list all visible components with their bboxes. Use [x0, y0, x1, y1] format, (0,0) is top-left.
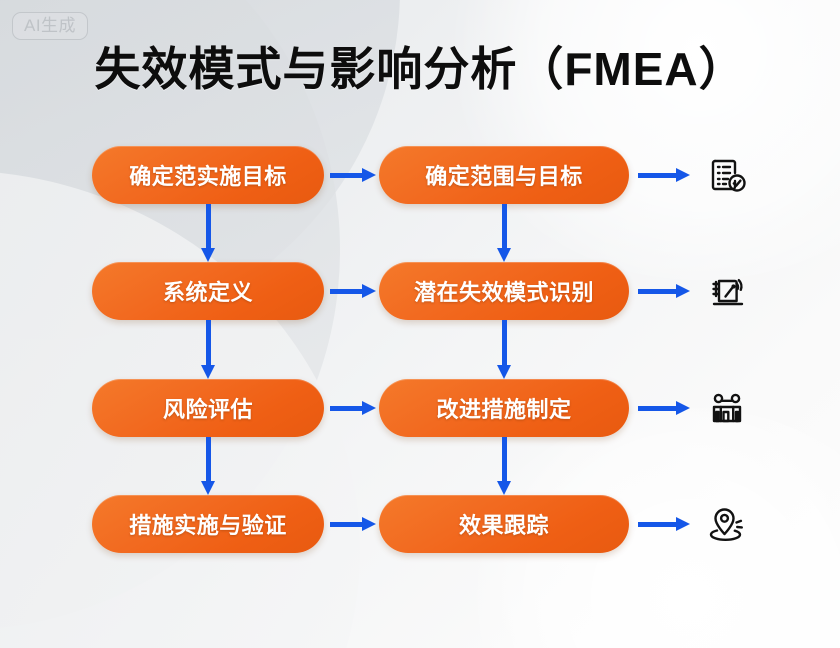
flow-node-left[interactable]: 措施实施与验证 — [92, 495, 324, 553]
flow-node-right[interactable]: 效果跟踪 — [379, 495, 629, 553]
arrow-shaft — [330, 405, 364, 411]
arrow-shaft — [205, 204, 211, 248]
arrow-head — [676, 168, 690, 182]
arrow-shaft — [330, 521, 364, 527]
arrow-right-icon — [638, 284, 690, 298]
arrow-shaft — [638, 405, 678, 411]
arrow-shaft — [638, 172, 678, 178]
arrow-shaft — [638, 288, 678, 294]
flow-node-right[interactable]: 确定范围与目标 — [379, 146, 629, 204]
arrow-down-icon — [497, 204, 511, 262]
flow-row: 系统定义 潜在失效模式识别 — [0, 262, 840, 320]
arrow-right-icon — [330, 284, 376, 298]
flow-row: 措施实施与验证 效果跟踪 — [0, 495, 840, 553]
arrow-head — [497, 481, 511, 495]
arrow-right-icon — [330, 168, 376, 182]
arrow-down-icon — [201, 204, 215, 262]
arrow-shaft — [330, 172, 364, 178]
flow-node-left[interactable]: 确定范实施目标 — [92, 146, 324, 204]
arrow-down-icon — [497, 437, 511, 495]
fmea-flowchart: 确定范实施目标 确定范围与目标 — [0, 140, 840, 590]
arrow-head — [362, 517, 376, 531]
arrow-shaft — [501, 204, 507, 248]
arrow-shaft — [205, 437, 211, 481]
flow-node-right[interactable]: 潜在失效模式识别 — [379, 262, 629, 320]
arrow-head — [362, 168, 376, 182]
document-check-icon — [698, 146, 756, 204]
arrow-down-icon — [497, 320, 511, 379]
arrow-right-icon — [638, 168, 690, 182]
arrow-head — [201, 481, 215, 495]
arrow-head — [676, 284, 690, 298]
arrow-head — [497, 248, 511, 262]
arrow-shaft — [638, 521, 678, 527]
arrow-right-icon — [638, 401, 690, 415]
ai-generated-badge: AI生成 — [12, 12, 89, 40]
arrow-head — [201, 365, 215, 379]
location-tracking-icon — [698, 495, 756, 553]
arrow-shaft — [501, 320, 507, 365]
arrow-right-icon — [638, 517, 690, 531]
factory-network-icon — [698, 379, 756, 437]
flow-row: 风险评估 改进措施制定 — [0, 379, 840, 437]
arrow-right-icon — [330, 517, 376, 531]
arrow-head — [497, 365, 511, 379]
flow-node-left[interactable]: 系统定义 — [92, 262, 324, 320]
page-title: 失效模式与影响分析（FMEA） — [94, 43, 746, 95]
arrow-head — [362, 401, 376, 415]
arrow-shaft — [205, 320, 211, 365]
arrow-head — [362, 284, 376, 298]
arrow-head — [676, 517, 690, 531]
flow-node-left[interactable]: 风险评估 — [92, 379, 324, 437]
flow-row: 确定范实施目标 确定范围与目标 — [0, 146, 840, 204]
arrow-head — [676, 401, 690, 415]
device-signal-icon — [698, 262, 756, 320]
arrow-down-icon — [201, 320, 215, 379]
arrow-shaft — [501, 437, 507, 481]
arrow-down-icon — [201, 437, 215, 495]
arrow-right-icon — [330, 401, 376, 415]
flow-node-right[interactable]: 改进措施制定 — [379, 379, 629, 437]
arrow-head — [201, 248, 215, 262]
arrow-shaft — [330, 288, 364, 294]
